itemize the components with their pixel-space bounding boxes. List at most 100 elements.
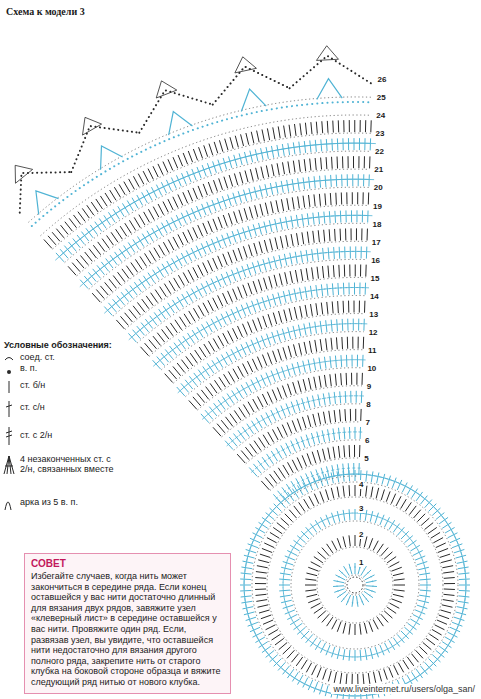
stitch-symbol xyxy=(251,340,256,351)
stitch-symbol xyxy=(318,413,321,425)
legend-symbols xyxy=(4,358,14,511)
stitch-symbol xyxy=(322,614,329,622)
stitch-symbol xyxy=(296,400,300,411)
stitch-symbol xyxy=(192,169,196,180)
stitch-symbol xyxy=(252,262,256,273)
stitch-symbol xyxy=(329,229,331,241)
cluster-symbol xyxy=(317,79,342,100)
stitch-symbol xyxy=(339,570,347,578)
stitch-symbol xyxy=(277,427,282,438)
stitch-symbol xyxy=(444,577,455,579)
stitch-symbol xyxy=(113,276,120,285)
stitch-symbol xyxy=(292,197,294,209)
stitch-symbol xyxy=(363,570,371,578)
stitch-symbol xyxy=(238,248,242,259)
stitch-symbol xyxy=(277,451,280,453)
stitch-symbol xyxy=(223,254,227,265)
stitch-symbol xyxy=(236,388,242,398)
stitch-symbol xyxy=(258,560,269,563)
stitch-symbol xyxy=(377,544,383,553)
stitch-symbol xyxy=(158,164,163,175)
stitch-symbol xyxy=(408,629,412,634)
stitch-symbol xyxy=(361,373,362,385)
chain-arc xyxy=(113,223,368,316)
stitch-symbol xyxy=(311,433,314,445)
stitch-symbol xyxy=(331,488,334,499)
stitch-symbol xyxy=(312,362,317,364)
stitch-symbol xyxy=(415,610,425,614)
stitch-symbol xyxy=(428,527,437,533)
stitch-symbol xyxy=(366,581,377,583)
stitch-symbol xyxy=(232,393,237,396)
stitch-symbol xyxy=(314,377,316,389)
stitch-symbol xyxy=(346,192,347,204)
stitch-symbol xyxy=(332,620,337,630)
stitch-symbol xyxy=(267,295,270,306)
stitch-symbol xyxy=(331,338,332,350)
stitch-symbol xyxy=(251,380,256,391)
stitch-symbol xyxy=(227,233,231,244)
stitch-symbol xyxy=(303,483,308,493)
stitch-symbol xyxy=(122,269,129,279)
stitch-symbol xyxy=(338,576,340,577)
stitch-symbol xyxy=(332,121,334,133)
stitch-symbol xyxy=(286,369,291,371)
stitch-symbol xyxy=(255,149,258,161)
stitch-symbol xyxy=(135,259,142,269)
chain-arc xyxy=(270,458,359,491)
stitch-symbol xyxy=(273,494,281,503)
chain-arch xyxy=(139,90,212,133)
stitch-symbol xyxy=(266,147,268,159)
stitch-symbol xyxy=(302,417,306,428)
chain-ring xyxy=(345,575,365,595)
stitch-symbol xyxy=(119,249,126,259)
stitch-symbol xyxy=(270,532,279,538)
stitch-symbol xyxy=(287,198,289,210)
stitch-symbol xyxy=(218,160,222,171)
stitch-symbol xyxy=(251,132,254,144)
stitch-symbol xyxy=(370,576,372,577)
stitch-symbol xyxy=(288,487,290,489)
stitch-symbol xyxy=(304,141,305,153)
stitch-symbol xyxy=(166,326,173,336)
stitch-symbol xyxy=(247,424,254,434)
stitch-symbol xyxy=(337,511,340,522)
stitch-symbol xyxy=(217,357,223,367)
stitch-symbol xyxy=(349,509,351,520)
stitch-symbol xyxy=(129,309,137,318)
stitch-symbol xyxy=(213,258,218,269)
stitch-symbol xyxy=(355,535,356,546)
stitch-symbol xyxy=(68,266,76,275)
stitch-symbol xyxy=(217,424,225,433)
stitch-symbol xyxy=(314,682,318,692)
stitch-symbol xyxy=(325,175,327,187)
stitch-symbol xyxy=(168,303,175,313)
stitch-symbol xyxy=(317,362,322,364)
stitch-symbol xyxy=(215,405,219,408)
stitch-symbol xyxy=(255,205,258,217)
stitch-symbol xyxy=(120,316,128,325)
chain-ring xyxy=(317,547,393,623)
stitch-symbol xyxy=(227,443,230,446)
stitch-symbol xyxy=(379,671,382,682)
stitch-symbol xyxy=(325,517,331,519)
stitch-symbol xyxy=(248,226,251,237)
row-number: 11 xyxy=(367,346,377,355)
stitch-symbol xyxy=(419,573,430,575)
stitch-symbol xyxy=(250,444,257,454)
stitch-symbol xyxy=(264,222,267,234)
stitch-symbol xyxy=(266,334,270,345)
stitch-symbol xyxy=(246,382,252,393)
stitch-symbol xyxy=(317,267,318,279)
stitch-symbol xyxy=(324,357,326,369)
stitch-symbol xyxy=(253,399,259,410)
stitch-symbol xyxy=(263,259,266,271)
stitch-symbol xyxy=(418,615,421,621)
stitch-symbol xyxy=(360,409,361,421)
stitch-symbol xyxy=(107,235,114,245)
stitch-symbol xyxy=(223,158,227,169)
stitch-symbol xyxy=(202,324,208,334)
stitch-symbol xyxy=(250,169,253,181)
stitch-symbol xyxy=(241,344,246,355)
stitch-symbol xyxy=(294,506,301,515)
